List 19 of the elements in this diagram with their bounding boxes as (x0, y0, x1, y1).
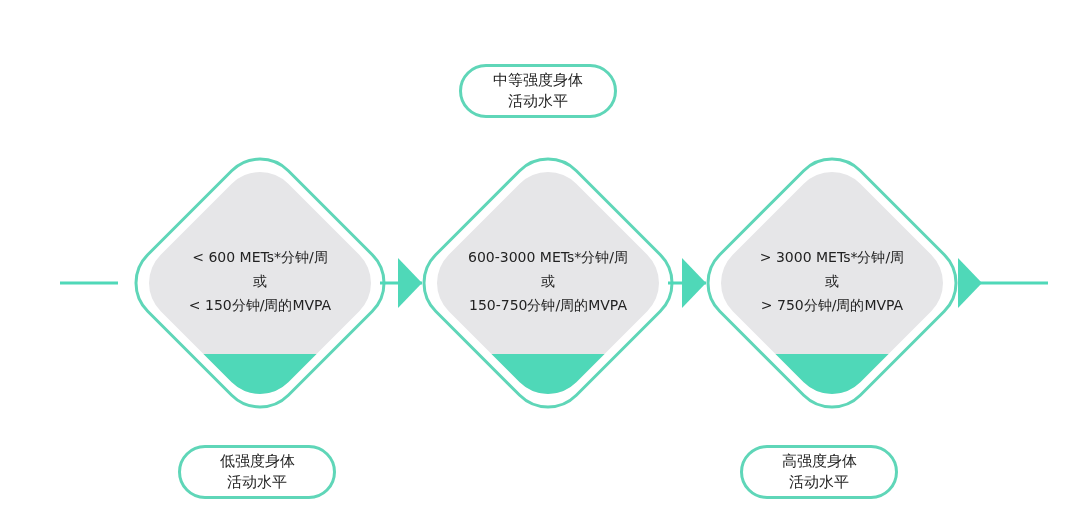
threshold-text: 或 (824, 272, 840, 291)
threshold-text: 或 (252, 272, 268, 291)
level-pill (178, 445, 336, 499)
threshold-text: < 150分钟/周的MVPA (187, 296, 333, 315)
arrow (958, 258, 1048, 308)
arrow (668, 258, 706, 308)
connector-line (60, 281, 118, 285)
level-pill (459, 64, 617, 118)
level-pill (740, 445, 898, 499)
level-label: 高强度身体活动水平 (780, 451, 858, 493)
threshold-text: < 600 METs*分钟/周 (191, 248, 329, 267)
level-label: 中等强度身体活动水平 (492, 70, 584, 112)
level-label: 低强度身体活动水平 (218, 451, 296, 493)
threshold-text: 或 (540, 272, 556, 291)
threshold-text: > 750分钟/周的MVPA (759, 296, 905, 315)
threshold-text: 600-3000 METs*分钟/周 (467, 248, 629, 267)
threshold-text: > 3000 METs*分钟/周 (758, 248, 906, 267)
arrow (380, 258, 422, 308)
threshold-text: 150-750分钟/周的MVPA (468, 296, 628, 315)
